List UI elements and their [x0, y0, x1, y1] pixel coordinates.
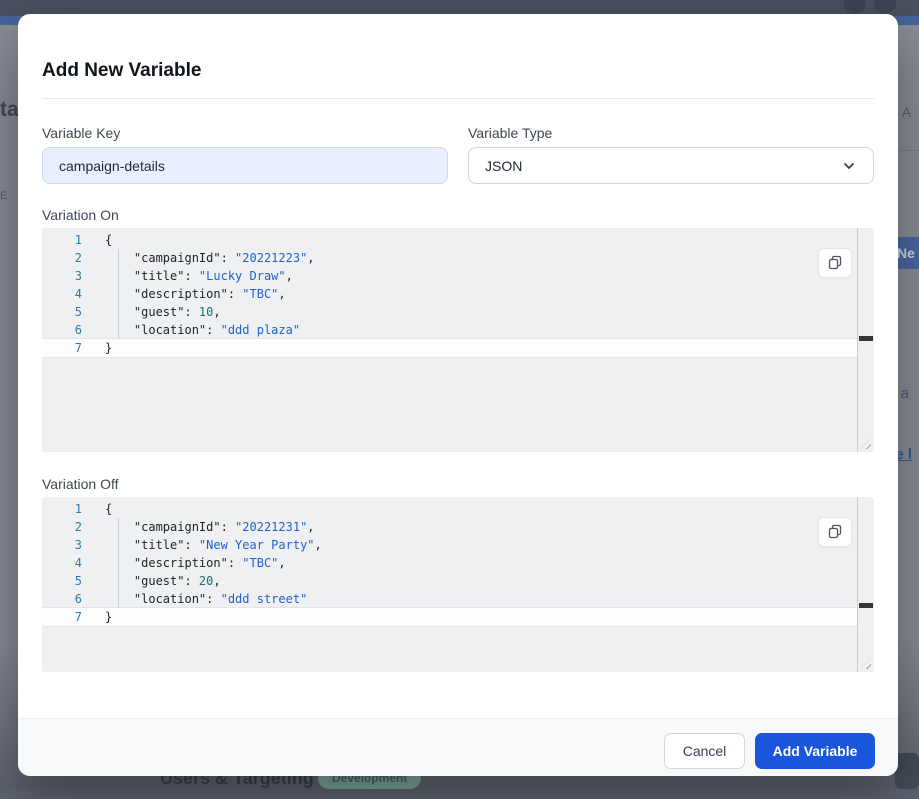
copy-button[interactable] — [818, 517, 852, 547]
code-line[interactable]: 3 "title": "Lucky Draw", — [42, 267, 858, 285]
code-line[interactable]: 5 "guest": 10, — [42, 303, 858, 321]
code-line[interactable]: 2 "campaignId": "20221223", — [42, 249, 858, 267]
navbar-avatar-icon — [874, 0, 896, 14]
code-line[interactable]: 4 "description": "TBC", — [42, 285, 858, 303]
line-number: 2 — [74, 251, 82, 265]
variation-on-label: Variation On — [42, 207, 119, 223]
modal-title: Add New Variable — [42, 60, 202, 81]
line-number: 3 — [74, 269, 82, 283]
background-table-strip — [0, 790, 919, 799]
line-number: 4 — [74, 287, 82, 301]
background-divider — [880, 150, 919, 151]
code-line[interactable]: 4 "description": "TBC", — [42, 554, 858, 572]
copy-icon — [827, 254, 843, 273]
background-element — [895, 753, 919, 789]
copy-button[interactable] — [818, 248, 852, 278]
line-number: 1 — [74, 502, 82, 516]
divider — [42, 98, 874, 99]
modal-footer: Cancel Add Variable — [18, 718, 898, 776]
add-variable-button[interactable]: Add Variable — [755, 733, 875, 769]
variation-off-label: Variation Off — [42, 476, 119, 492]
scrollbar-thumb[interactable] — [859, 603, 873, 608]
background-top-navbar — [0, 0, 919, 16]
variable-type-select[interactable]: JSON — [468, 147, 874, 184]
code-line[interactable]: 1{ — [42, 231, 858, 249]
background-text-fragment: E — [0, 190, 8, 202]
code-line[interactable]: 7} — [42, 338, 858, 358]
line-number: 4 — [74, 556, 82, 570]
line-number: 6 — [74, 592, 82, 606]
resize-grip[interactable] — [860, 658, 871, 669]
resize-grip[interactable] — [860, 438, 871, 449]
cancel-button[interactable]: Cancel — [664, 733, 745, 769]
variable-key-label: Variable Key — [42, 125, 121, 141]
add-variable-modal: Add New Variable Variable Key Variable T… — [18, 14, 898, 776]
indent-guide — [118, 249, 119, 339]
code-line[interactable]: 6 "location": "ddd street" — [42, 590, 858, 608]
line-number: 5 — [74, 574, 82, 588]
copy-icon — [827, 523, 843, 542]
code-line[interactable]: 5 "guest": 20, — [42, 572, 858, 590]
variation-off-editor[interactable]: 1{2 "campaignId": "20221231",3 "title": … — [42, 497, 874, 672]
code-line[interactable]: 6 "location": "ddd plaza" — [42, 321, 858, 339]
variable-type-value: JSON — [485, 157, 523, 174]
variable-key-input[interactable] — [42, 147, 448, 184]
code-line[interactable]: 1{ — [42, 500, 858, 518]
line-number: 3 — [74, 538, 82, 552]
code-area[interactable]: 1{2 "campaignId": "20221223",3 "title": … — [42, 231, 858, 358]
indent-guide — [118, 518, 119, 608]
line-number: 5 — [74, 305, 82, 319]
line-number: 1 — [74, 233, 82, 247]
code-area[interactable]: 1{2 "campaignId": "20221231",3 "title": … — [42, 500, 858, 627]
navbar-avatar-icon — [844, 0, 866, 14]
line-number: 7 — [74, 610, 82, 624]
code-line[interactable]: 3 "title": "New Year Party", — [42, 536, 858, 554]
chevron-down-icon — [841, 158, 857, 174]
code-line[interactable]: 7} — [42, 607, 858, 627]
line-number: 2 — [74, 520, 82, 534]
line-number: 6 — [74, 323, 82, 337]
scrollbar-track — [857, 228, 858, 452]
variation-on-editor[interactable]: 1{2 "campaignId": "20221223",3 "title": … — [42, 228, 874, 452]
scrollbar-thumb[interactable] — [859, 336, 873, 341]
scrollbar-track — [857, 497, 858, 672]
variable-type-label: Variable Type — [468, 125, 553, 141]
line-number: 7 — [74, 341, 82, 355]
code-line[interactable]: 2 "campaignId": "20221231", — [42, 518, 858, 536]
